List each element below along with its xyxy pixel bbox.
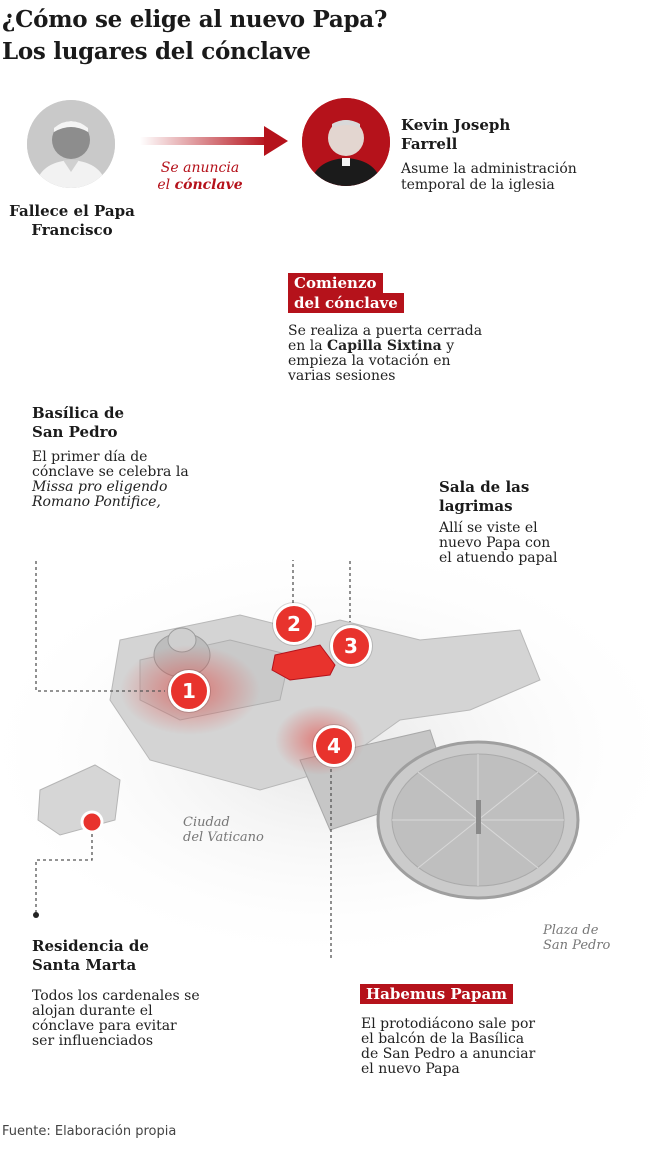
basilica-description: El primer día de cónclave se celebra la … — [32, 450, 189, 510]
plaza-line-1: Plaza de — [543, 923, 599, 938]
sala-title: Sala de las lagrimas — [439, 478, 529, 516]
comienzo-tag-line-1: Comienzo — [288, 273, 383, 293]
source-note: Fuente: Elaboración propia — [2, 1124, 177, 1139]
santa-marta-title-line-2: Santa Marta — [32, 956, 137, 974]
comienzo-desc-line-4: varias sesiones — [288, 368, 396, 384]
basilica-desc-line-1: El primer día de — [32, 449, 148, 465]
comienzo-tag-line-2: del cónclave — [288, 293, 404, 313]
basilica-desc-line-2: cónclave se celebra la — [32, 464, 189, 480]
comienzo-desc-line-2-prefix: en la — [288, 338, 328, 354]
marker-4-balcon[interactable]: 4 — [313, 725, 355, 767]
basilica-title-line-1: Basílica de — [32, 404, 125, 422]
santa-marta-desc-line-4: ser influenciados — [32, 1033, 154, 1049]
announce-line-2: el cónclave — [148, 177, 252, 194]
pope-caption-line-2: Francisco — [31, 221, 113, 239]
announce-line-2-prefix: el — [157, 177, 175, 193]
comienzo-tag: Comienzo del cónclave — [288, 273, 404, 313]
title-line-2: Los lugares del cónclave — [2, 38, 311, 65]
habemus-description: El protodiácono sale por el balcón de la… — [361, 1017, 535, 1077]
santa-marta-desc-line-2: alojan durante el — [32, 1003, 153, 1019]
sala-title-line-1: Sala de las — [439, 478, 530, 496]
marker-1-basilica[interactable]: 1 — [168, 670, 210, 712]
marker-3-sala-lagrimas[interactable]: 3 — [330, 625, 372, 667]
habemus-desc-line-3: de San Pedro a anunciar — [361, 1046, 536, 1062]
pope-caption: Fallece el Papa Francisco — [0, 202, 144, 240]
habemus-desc-line-2: el balcón de la Basílica — [361, 1031, 525, 1047]
announce-line-1: Se anuncia — [160, 160, 240, 176]
comienzo-desc-line-1: Se realiza a puerta cerrada — [288, 323, 483, 339]
santa-marta-title: Residencia de Santa Marta — [32, 937, 149, 975]
ciudad-line-2: del Vaticano — [183, 830, 264, 845]
sala-description: Allí se viste el nuevo Papa con el atuen… — [439, 521, 557, 566]
comienzo-description: Se realiza a puerta cerrada en la Capill… — [288, 324, 482, 384]
sala-desc-line-2: nuevo Papa con — [439, 535, 551, 551]
habemus-desc-line-1: El protodiácono sale por — [361, 1016, 536, 1032]
announce-label: Se anuncia el cónclave — [148, 160, 252, 194]
arrow-right-icon — [140, 126, 288, 156]
title-line-1: ¿Cómo se elige al nuevo Papa? — [2, 6, 388, 33]
pope-caption-line-1: Fallece el Papa — [9, 202, 135, 220]
capilla-sixtina-bold: Capilla Sixtina — [327, 338, 442, 354]
santa-marta-title-line-1: Residencia de — [32, 937, 149, 955]
habemus-tag-text: Habemus Papam — [360, 984, 514, 1004]
ciudad-line-1: Ciudad — [183, 815, 230, 830]
ciudad-vaticano-label: Ciudad del Vaticano — [183, 815, 264, 845]
habemus-desc-line-4: el nuevo Papa — [361, 1061, 460, 1077]
plaza-san-pedro-label: Plaza de San Pedro — [543, 923, 610, 953]
habemus-tag: Habemus Papam — [360, 984, 514, 1004]
camerlengo-name-line-2: Farrell — [401, 135, 458, 153]
comienzo-desc-line-3: empieza la votación en — [288, 353, 451, 369]
basilica-desc-line-4: Romano Pontifice, — [32, 494, 161, 510]
basilica-desc-line-3: Missa pro eligendo — [32, 479, 168, 495]
camerlengo-name-line-1: Kevin Joseph — [401, 116, 511, 134]
sala-desc-line-3: el atuendo papal — [439, 550, 558, 566]
basilica-title-line-2: San Pedro — [32, 423, 118, 441]
page-title: ¿Cómo se elige al nuevo Papa? Los lugare… — [2, 4, 387, 68]
santa-marta-desc-line-3: cónclave para evitar — [32, 1018, 177, 1034]
santa-marta-description: Todos los cardenales se alojan durante e… — [32, 989, 200, 1049]
camerlengo-portrait — [302, 98, 390, 186]
camerlengo-description: Asume la administración temporal de la i… — [401, 161, 577, 193]
camerlengo-desc-line-1: Asume la administración — [401, 161, 577, 177]
sala-title-line-2: lagrimas — [439, 497, 513, 515]
basilica-title: Basílica de San Pedro — [32, 404, 124, 442]
sala-desc-line-1: Allí se viste el — [439, 520, 538, 536]
camerlengo-name: Kevin Joseph Farrell — [401, 116, 510, 154]
marker-2-capilla-sixtina[interactable]: 2 — [273, 603, 315, 645]
comienzo-desc-line-2: en la Capilla Sixtina y — [288, 339, 482, 354]
pope-francisco-portrait — [27, 100, 115, 188]
plaza-line-2: San Pedro — [543, 938, 611, 953]
camerlengo-desc-line-2: temporal de la iglesia — [401, 177, 555, 193]
comienzo-desc-line-2-suffix: y — [441, 338, 455, 354]
santa-marta-desc-line-1: Todos los cardenales se — [32, 988, 200, 1004]
announce-line-2-bold: cónclave — [174, 177, 243, 193]
